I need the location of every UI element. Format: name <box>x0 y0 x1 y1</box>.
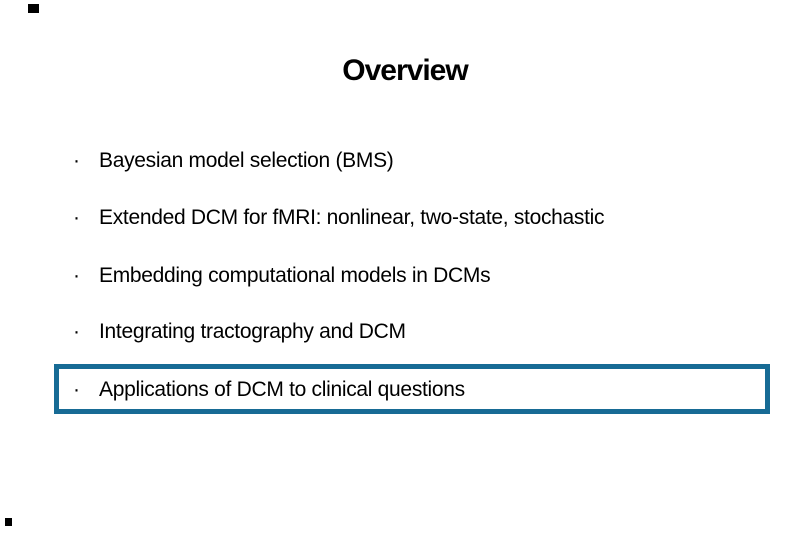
bullet-item-highlighted: · Applications of DCM to clinical questi… <box>73 377 465 403</box>
bullet-text: Extended DCM for fMRI: nonlinear, two-st… <box>99 206 605 229</box>
bullet-text: Embedding computational models in DCMs <box>99 264 491 287</box>
bullet-item: · Embedding computational models in DCMs <box>73 263 491 289</box>
corner-artifact-top-left <box>28 4 39 13</box>
bullet-item: · Integrating tractography and DCM <box>73 319 406 345</box>
bullet-text: Bayesian model selection (BMS) <box>99 149 394 172</box>
bullet-dot: · <box>73 264 80 287</box>
bullet-text: Applications of DCM to clinical question… <box>99 378 465 401</box>
slide-title: Overview <box>342 54 468 87</box>
bullet-text: Integrating tractography and DCM <box>99 320 406 343</box>
corner-artifact-bottom-left <box>5 518 12 526</box>
highlight-box <box>54 364 770 414</box>
bullet-dot: · <box>73 378 80 401</box>
bullet-dot: · <box>73 206 80 229</box>
bullet-item: · Bayesian model selection (BMS) <box>73 148 394 174</box>
bullet-dot: · <box>73 320 80 343</box>
bullet-item: · Extended DCM for fMRI: nonlinear, two-… <box>73 205 605 231</box>
bullet-dot: · <box>73 149 80 172</box>
